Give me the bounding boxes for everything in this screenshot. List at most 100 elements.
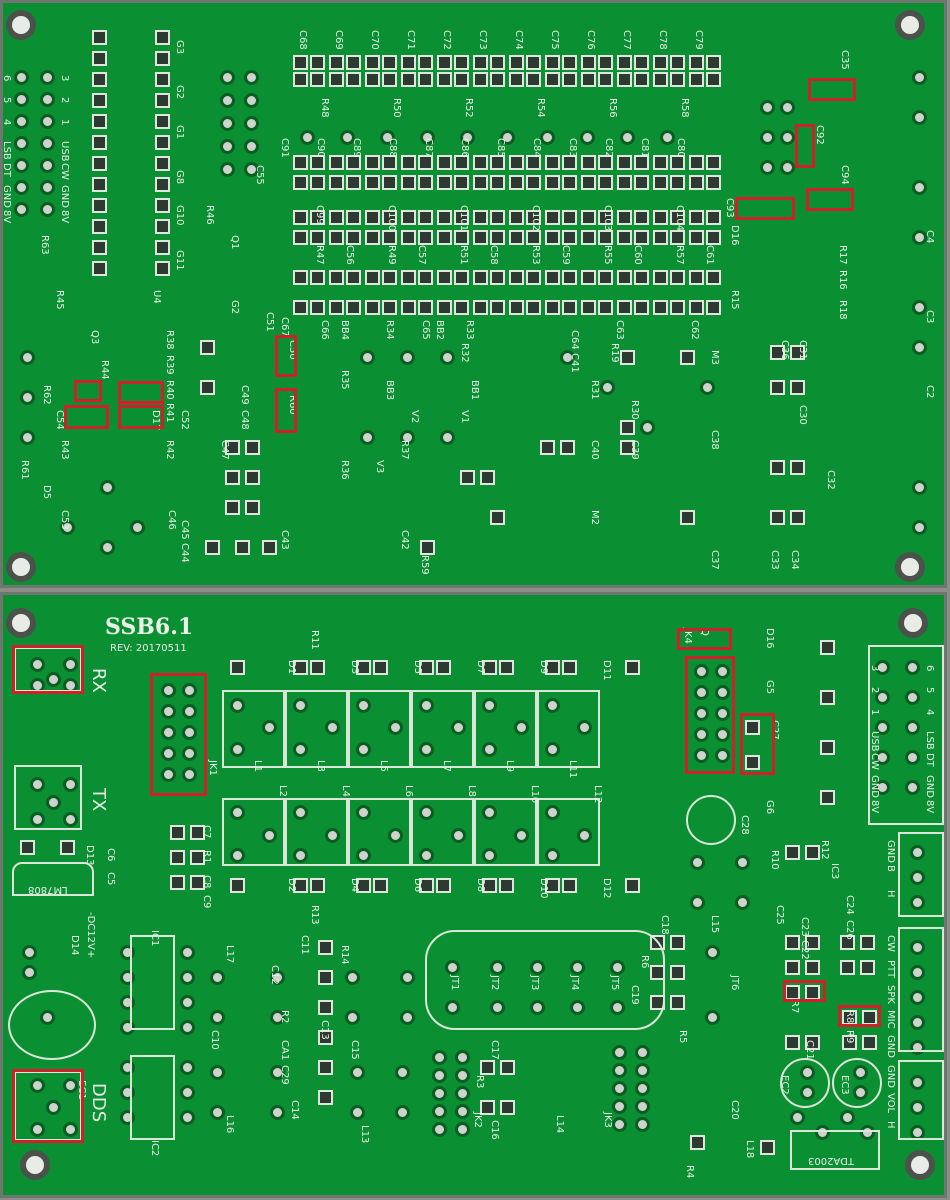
header-pin	[40, 70, 55, 85]
through-hole	[912, 70, 927, 85]
component-label: R50	[391, 98, 402, 118]
component-label: C36	[779, 340, 790, 360]
header-pin	[715, 748, 730, 763]
smd-pad	[545, 270, 560, 285]
smd-pad	[598, 210, 613, 225]
through-hole	[395, 1065, 410, 1080]
component-label: L15	[709, 915, 720, 934]
smd-pad	[437, 270, 452, 285]
smd-pad	[805, 960, 820, 975]
through-hole	[230, 805, 245, 820]
component-label: R53	[530, 245, 541, 265]
smd-pad	[155, 114, 170, 129]
inductor-outline	[474, 798, 537, 866]
smd-pad	[92, 93, 107, 108]
component-label: C58	[488, 245, 499, 265]
component-label: C8	[201, 875, 212, 889]
through-hole	[63, 812, 78, 827]
component-label: R62	[41, 385, 52, 405]
through-hole	[356, 805, 371, 820]
component-label: D7	[475, 660, 486, 675]
through-hole	[180, 995, 195, 1010]
smd-pad	[634, 300, 649, 315]
smd-pad	[329, 72, 344, 87]
component-label: GND	[1, 185, 12, 208]
smd-pad	[820, 740, 835, 755]
highlight-c92	[808, 78, 856, 101]
smd-pad	[770, 380, 785, 395]
smd-pad	[329, 300, 344, 315]
component-label: C9	[201, 895, 212, 909]
component-label: C101	[458, 205, 469, 232]
smd-pad	[634, 230, 649, 245]
smd-pad	[653, 270, 668, 285]
through-hole	[293, 742, 308, 757]
inductor-outline	[348, 798, 411, 866]
smd-pad	[509, 230, 524, 245]
through-hole	[30, 1078, 45, 1093]
through-hole	[419, 698, 434, 713]
component-label: CW	[885, 935, 896, 952]
header-pin	[14, 158, 29, 173]
through-hole	[482, 805, 497, 820]
component-label: G3	[174, 40, 185, 55]
component-label: L9	[504, 760, 515, 772]
crystal-row	[425, 930, 665, 1030]
smd-pad	[509, 175, 524, 190]
component-label: R9	[844, 1030, 855, 1044]
through-hole	[912, 110, 927, 125]
highlight-d17	[118, 405, 164, 429]
component-label: M2	[589, 510, 600, 525]
smd-pad	[526, 55, 541, 70]
smd-pad	[490, 230, 505, 245]
through-hole	[230, 698, 245, 713]
through-hole	[325, 720, 340, 735]
header-pin	[182, 683, 197, 698]
component-label: R16	[837, 270, 848, 290]
diode-pad	[562, 660, 577, 675]
through-hole	[63, 1078, 78, 1093]
component-label: C35	[839, 50, 850, 70]
component-label: C82	[603, 138, 614, 158]
smd-pad	[92, 114, 107, 129]
smd-pad	[526, 72, 541, 87]
inductor-outline	[411, 690, 474, 768]
through-hole	[540, 130, 555, 145]
component-label: L2	[277, 785, 288, 797]
smd-pad	[190, 850, 205, 865]
smd-pad	[329, 210, 344, 225]
diode-pad	[293, 660, 308, 675]
diode-pad	[419, 878, 434, 893]
through-hole	[910, 990, 925, 1005]
smd-pad	[706, 210, 721, 225]
smd-pad	[293, 270, 308, 285]
through-hole	[490, 1000, 505, 1015]
header-pin	[40, 92, 55, 107]
header-pin	[715, 685, 730, 700]
component-label: C67	[279, 317, 290, 337]
smd-pad	[860, 935, 875, 950]
smd-pad	[545, 55, 560, 70]
smd-pad	[310, 72, 325, 87]
smd-pad	[617, 155, 632, 170]
smd-pad	[500, 1100, 515, 1115]
smd-pad	[346, 55, 361, 70]
smd-pad	[670, 210, 685, 225]
smd-pad	[437, 175, 452, 190]
smd-pad	[480, 470, 495, 485]
through-hole	[46, 1100, 61, 1115]
inductor-outline	[474, 690, 537, 768]
through-hole	[545, 698, 560, 713]
through-hole	[345, 970, 360, 985]
smd-pad	[346, 230, 361, 245]
smd-pad	[382, 175, 397, 190]
smd-pad	[170, 875, 185, 890]
smd-pad	[653, 175, 668, 190]
component-label: C65	[420, 320, 431, 340]
header-pin	[432, 1086, 447, 1101]
component-label: L8	[466, 785, 477, 797]
component-label: 5	[1, 97, 12, 104]
component-label: C5	[105, 872, 116, 886]
through-hole	[395, 1105, 410, 1120]
component-label: C87	[423, 138, 434, 158]
